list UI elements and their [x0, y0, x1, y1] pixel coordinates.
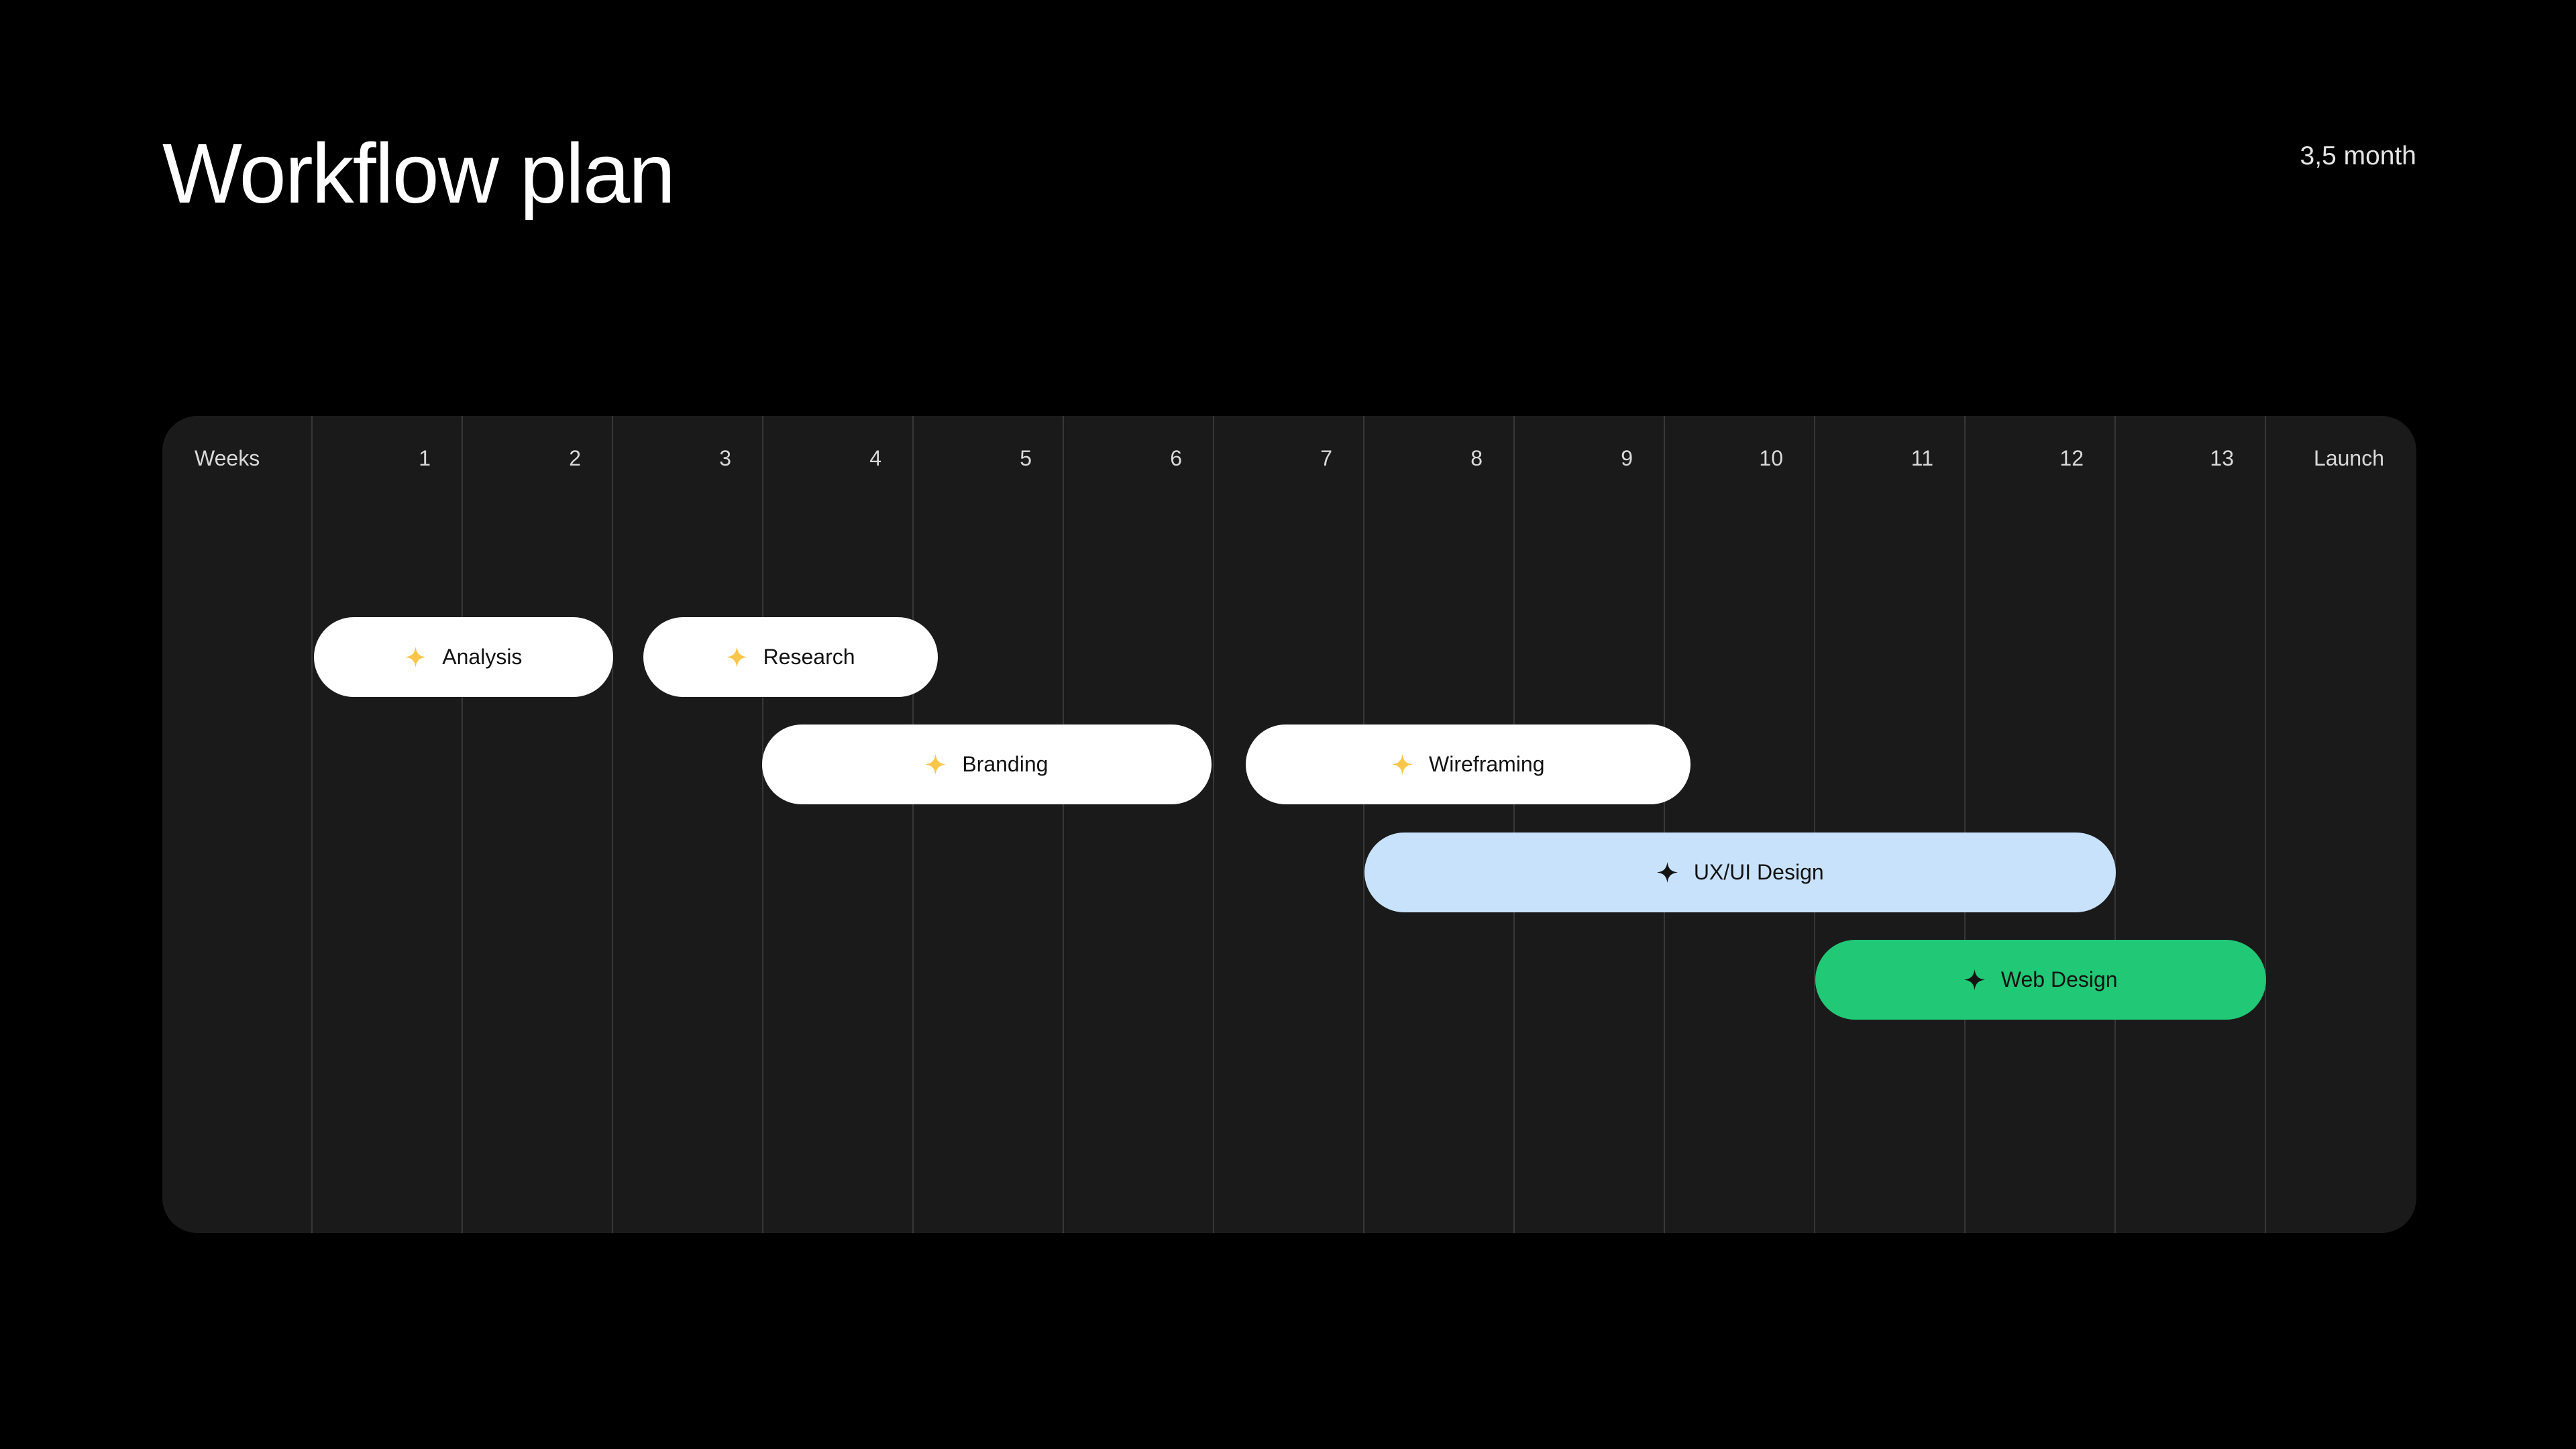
week-number: 4 [869, 446, 881, 470]
week-header-cell: 7 [1213, 416, 1363, 1233]
task-label: Web Design [2000, 967, 2118, 991]
week-number: 11 [1911, 446, 1933, 470]
week-header-cell: 8 [1363, 416, 1513, 1233]
week-header-cell: 11 [1814, 416, 1964, 1233]
task-label: Research [763, 645, 855, 669]
week-number: 10 [1759, 446, 1783, 470]
week-number: 8 [1470, 446, 1483, 470]
week-header-cell: 12 [1964, 416, 2114, 1233]
week-number: 7 [1320, 446, 1332, 470]
task-label: Branding [962, 752, 1049, 776]
task-pill-research[interactable]: Research [643, 617, 938, 697]
sparkle-icon [405, 647, 427, 667]
week-header-cell: 3 [612, 416, 762, 1233]
task-pill-ux-ui-design[interactable]: UX/UI Design [1364, 833, 2116, 912]
launch-header-cell: Launch [2265, 416, 2416, 1233]
task-pill-branding[interactable]: Branding [762, 724, 1212, 804]
page-title: Workflow plan [162, 126, 676, 221]
week-header-cell: 6 [1063, 416, 1213, 1233]
weeks-header-cell: Weeks [162, 416, 311, 1233]
week-header-cell: 13 [2114, 416, 2265, 1233]
sparkle-icon [925, 754, 947, 775]
week-header-cell: 10 [1664, 416, 1814, 1233]
sparkle-icon [1964, 969, 1985, 990]
week-header-cell: 2 [462, 416, 612, 1233]
task-label: Wireframing [1429, 752, 1545, 776]
week-number: 1 [419, 446, 431, 470]
task-pill-analysis[interactable]: Analysis [314, 617, 614, 697]
week-number: 3 [719, 446, 731, 470]
launch-header-label: Launch [2314, 446, 2384, 470]
task-label: UX/UI Design [1693, 860, 1824, 884]
weeks-header-label: Weeks [195, 446, 260, 470]
week-number: 2 [569, 446, 581, 470]
week-header-cell: 5 [912, 416, 1063, 1233]
sparkle-icon [726, 647, 747, 667]
week-number: 9 [1621, 446, 1633, 470]
week-header-cell: 1 [311, 416, 462, 1233]
week-number: 6 [1170, 446, 1182, 470]
task-pill-web-design[interactable]: Web Design [1815, 940, 2267, 1020]
duration-label: 3,5 month [2300, 142, 2416, 170]
week-header-cell: 9 [1513, 416, 1664, 1233]
task-label: Analysis [442, 645, 523, 669]
week-number: 5 [1020, 446, 1032, 470]
week-number: 12 [2059, 446, 2084, 470]
sparkle-icon [1656, 862, 1678, 883]
task-pill-wireframing[interactable]: Wireframing [1246, 724, 1691, 804]
week-number: 13 [2210, 446, 2234, 470]
week-header-cell: 4 [762, 416, 912, 1233]
sparkle-icon [1392, 754, 1413, 775]
